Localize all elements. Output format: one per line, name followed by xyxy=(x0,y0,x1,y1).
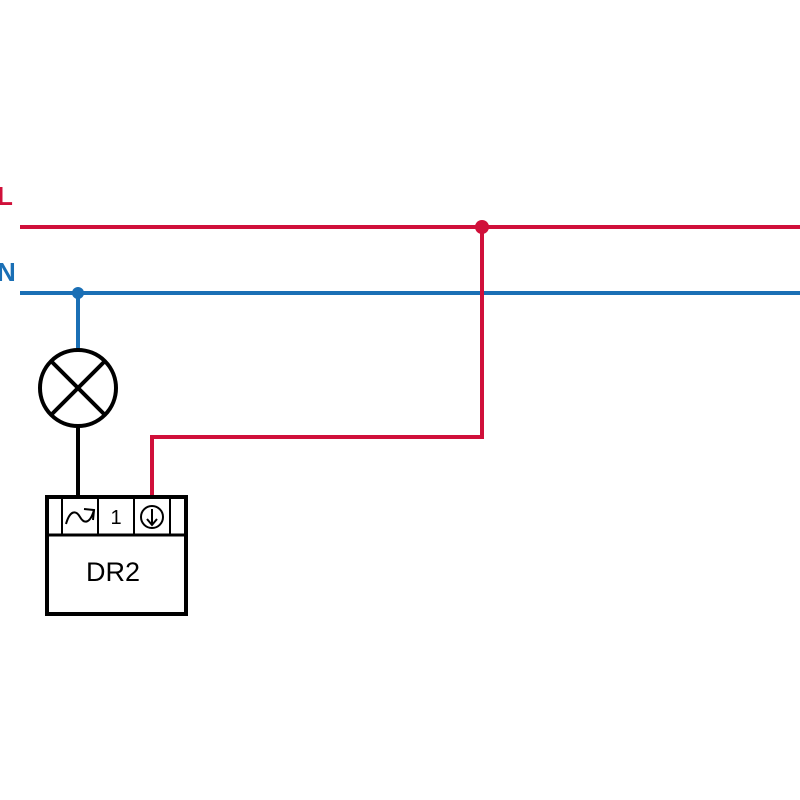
live-feed-wire xyxy=(150,227,484,510)
live-line-label: L xyxy=(0,181,13,211)
ac-wave-icon xyxy=(65,508,96,525)
lamp-icon xyxy=(38,348,118,428)
arrow-down-circle-icon xyxy=(140,505,164,529)
live-junction-dot xyxy=(475,220,489,234)
dr2-device: 1 DR2 xyxy=(45,495,188,616)
neutral-line-label: N xyxy=(0,257,16,287)
terminal-1-label: 1 xyxy=(110,507,121,529)
neutral-junction-dot xyxy=(72,287,84,299)
device-name: DR2 xyxy=(86,557,140,587)
